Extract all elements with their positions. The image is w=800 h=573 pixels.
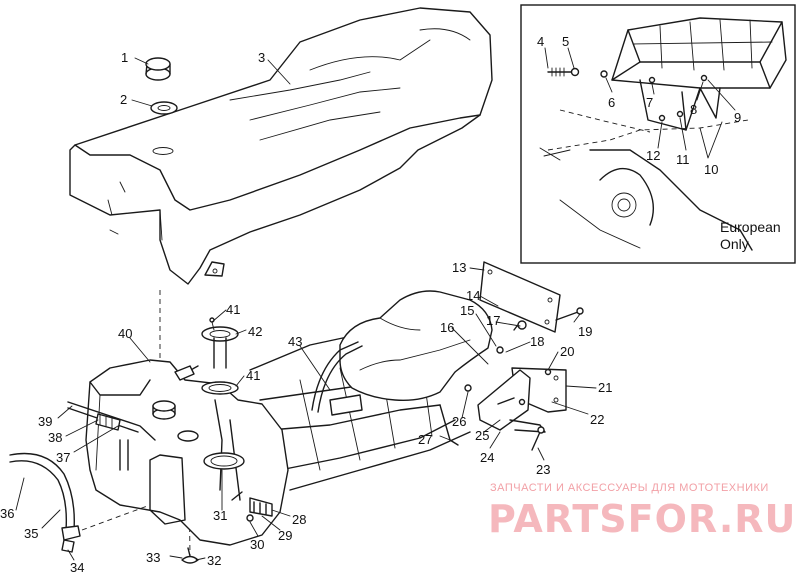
callout-1: 1 [121,50,128,65]
callout-31: 31 [213,508,227,523]
watermark: ЗАПЧАСТИ И АКСЕССУАРЫ ДЛЯ МОТОТЕХНИКИ PA… [488,482,796,541]
callout-22: 22 [590,412,604,427]
callout-27: 27 [418,432,432,447]
callout-7: 7 [646,95,653,110]
callout-9: 9 [734,110,741,125]
callout-21: 21 [598,380,612,395]
seat [69,7,493,285]
callout-24: 24 [480,450,494,465]
callout-11: 11 [676,152,690,167]
callout-20: 20 [560,344,574,359]
callout-6: 6 [608,95,615,110]
callout-23: 23 [536,462,550,477]
callout-4: 4 [537,34,544,49]
callout-13: 13 [452,260,466,275]
callout-18: 18 [530,334,544,349]
callout-41-lower: 41 [246,368,260,383]
fuel-sender [201,317,239,395]
inset-note-line2: Only [720,236,749,252]
callout-10: 10 [704,162,718,177]
leader-lines [15,57,597,561]
callout-35: 35 [24,526,38,541]
callout-26: 26 [452,414,466,429]
callout-15: 15 [460,303,474,318]
callout-43: 43 [288,334,302,349]
callout-40: 40 [118,326,132,341]
callout-39: 39 [38,414,52,429]
inset-european-rack: European Only [520,4,796,264]
callout-19: 19 [578,324,592,339]
callout-numbers: 1 2 3 4 5 6 7 8 9 10 11 12 13 14 15 16 1… [0,34,741,573]
callout-5: 5 [562,34,569,49]
callout-36: 36 [0,506,14,521]
mount-plates [464,261,584,451]
vent-line [67,401,156,441]
frame [249,290,493,491]
callout-42: 42 [248,324,262,339]
callout-33: 33 [146,550,160,565]
fuel-hose [9,452,151,553]
callout-29: 29 [278,528,292,543]
strap [311,341,359,411]
callout-32: 32 [207,553,221,568]
callout-16: 16 [440,320,454,335]
inset-note-line1: European [720,219,781,235]
callout-38: 38 [48,430,62,445]
callout-34: 34 [70,560,84,573]
watermark-brand: PARTSFOR.RU [488,497,796,541]
callout-25: 25 [475,428,489,443]
callout-17: 17 [486,313,500,328]
watermark-tagline: ЗАПЧАСТИ И АКСЕССУАРЫ ДЛЯ МОТОТЕХНИКИ [490,482,769,494]
callout-37: 37 [56,450,70,465]
callout-14: 14 [466,288,480,303]
callout-3: 3 [258,50,265,65]
callout-12: 12 [646,148,660,163]
callout-41-top: 41 [226,302,240,317]
callout-8: 8 [690,102,697,117]
fuel-tank [85,359,289,564]
callout-30: 30 [250,537,264,552]
callout-2: 2 [120,92,127,107]
callout-28: 28 [292,512,306,527]
